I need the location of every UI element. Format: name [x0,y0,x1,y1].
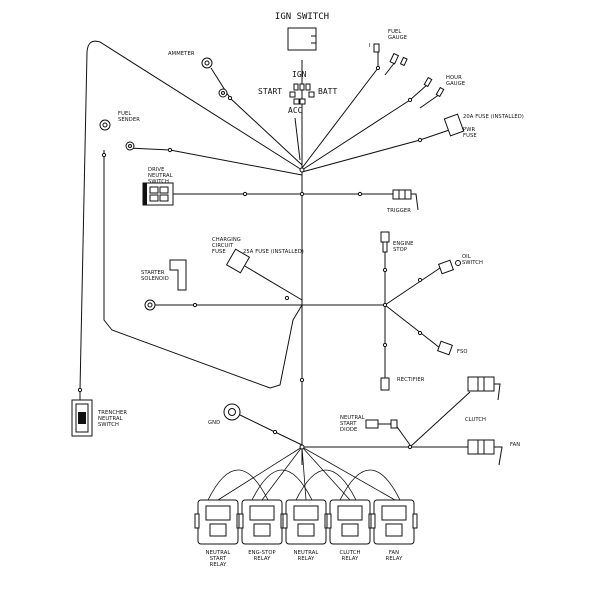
fuel-gauge-sign-a: I [369,43,371,49]
start-label: START [258,87,282,96]
diode-label-2: START [340,421,357,427]
fuel-gauge-label-1: FUEL [388,29,401,35]
rectifier-label: RECTIFIER [397,377,425,383]
engine-stop-label-2: STOP [393,247,407,253]
hour-gauge: HOUR GAUGE [423,75,465,98]
clutch: CLUTCH [465,376,501,423]
diode-label-3: DIODE [340,427,357,433]
fso: FSO [437,340,468,356]
charging-fuse-label-2: CIRCUIT [212,243,234,249]
charging-fuse-note: 25A FUSE (INSTALLED) [243,249,304,255]
relay-2-label-1: ENG-STOP [248,550,276,556]
acc-label: ACC [288,106,303,115]
hour-gauge-label-1: HOUR [446,75,462,81]
relay-5-label-1: FAN [389,550,399,556]
relay-1-label-1: NEUTRAL [206,550,231,556]
ign-switch-title: IGN SWITCH [275,12,329,22]
pwr-fuse-note: 20A FUSE (INSTALLED) [463,114,524,120]
pwr-fuse: 20A FUSE (INSTALLED) PWR FUSE [443,113,524,139]
junctions [77,65,423,450]
oil-switch-label-1: OIL [462,254,471,260]
ground: GND [208,403,241,426]
fuel-sender-label-2: SENDER [118,117,140,123]
trencher-neutral-switch: TRENCHER NEUTRAL SWITCH [71,399,127,437]
fan-label: FAN [510,442,520,448]
fuel-gauge: I FUEL GAUGE [369,29,408,67]
ignition-switch: IGN SWITCH IGN START BATT ACC [258,12,337,115]
diode-label-1: NEUTRAL [340,415,365,421]
drive-neutral-switch: DRIVE NEUTRAL SWITCH [142,167,174,206]
batt-label: BATT [318,87,337,96]
pwr-fuse-label-2: FUSE [463,133,477,139]
engine-stop: ENGINE STOP [380,231,413,253]
oil-switch: OIL SWITCH [438,254,483,275]
trencher-switch-label-3: SWITCH [98,422,119,428]
trigger-label: TRIGGER [386,208,411,214]
relay-1-label-2: START [210,556,227,562]
starter-solenoid: STARTER SOLENOID [141,259,187,311]
relay-3-label-1: NEUTRAL [294,550,319,556]
charging-fuse-label-3: FUSE [212,249,226,255]
starter-solenoid-label-2: SOLENOID [141,276,169,282]
trencher-switch-label-2: NEUTRAL [98,416,123,422]
drive-neutral-switch-label-1: DRIVE [148,167,164,173]
fso-label: FSO [457,349,468,355]
ammeter-label: AMMETER [168,51,195,57]
relay-3-label-2: RELAY [298,556,315,562]
neutral-start-diode: NEUTRAL START DIODE [340,415,398,433]
relay-2-label-2: RELAY [254,556,271,562]
clutch-label: CLUTCH [465,417,486,423]
relay-4-label-1: CLUTCH [339,550,360,556]
ammeter: AMMETER [168,51,228,98]
fuel-sender-label-1: FUEL [118,111,131,117]
engine-stop-label-1: ENGINE [393,241,413,247]
drive-neutral-switch-label-2: NEUTRAL [148,173,173,179]
trigger: TRIGGER [386,189,419,214]
gnd-label: GND [208,420,220,426]
relay-bank: NEUTRALSTARTRELAYENG-STOPRELAYNEUTRALREL… [194,499,418,568]
starter-solenoid-label-1: STARTER [141,270,165,276]
oil-switch-label-2: SWITCH [462,260,483,266]
pwr-fuse-label-1: PWR [463,127,475,133]
charging-fuse-label-1: CHARGING [212,237,241,243]
charging-circuit-fuse: CHARGING CIRCUIT FUSE 25A FUSE (INSTALLE… [212,237,304,274]
relay-4-label-2: RELAY [342,556,359,562]
relay-5-label-2: RELAY [386,556,403,562]
trencher-switch-label-1: TRENCHER [97,410,127,416]
ign-label: IGN [292,70,307,79]
fuel-sender: FUEL SENDER [99,111,140,151]
rectifier: RECTIFIER [380,377,425,391]
fan: FAN [467,439,520,466]
fuel-gauge-label-2: GAUGE [388,35,407,41]
hour-gauge-label-2: GAUGE [446,81,465,87]
relay-1-label-3: RELAY [210,562,227,568]
drive-neutral-switch-label-3: SWITCH [148,179,169,185]
